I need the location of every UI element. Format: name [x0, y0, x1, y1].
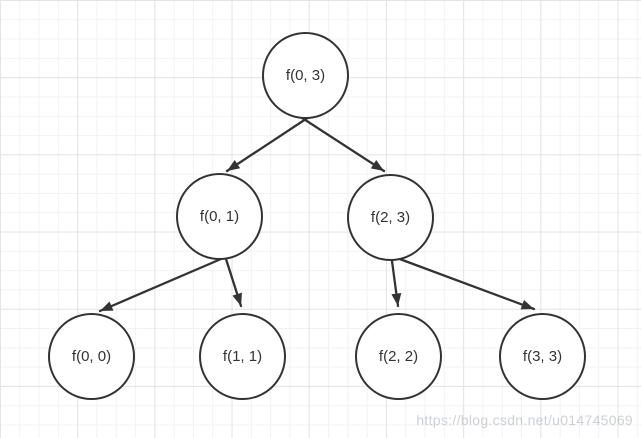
- node-f-0-1: f(0, 1): [176, 173, 263, 260]
- node-label: f(2, 2): [378, 348, 419, 365]
- edge-f23-f22: [390, 259, 402, 308]
- node-f-2-3: f(2, 3): [347, 174, 434, 261]
- edge-f03-f23: [294, 112, 386, 173]
- node-f-0-3: f(0, 3): [262, 32, 349, 119]
- edge-f03-f01: [225, 113, 314, 173]
- node-label: f(0, 3): [285, 67, 326, 84]
- node-label: f(1, 1): [222, 348, 263, 365]
- node-f-2-2: f(2, 2): [355, 313, 442, 400]
- node-f-3-3: f(3, 3): [499, 313, 586, 400]
- node-label: f(0, 1): [199, 208, 240, 225]
- edge-f01-f00: [98, 257, 223, 313]
- node-label: f(2, 3): [370, 209, 411, 226]
- node-label: f(0, 0): [71, 348, 112, 365]
- edge-f23-f33: [395, 256, 536, 311]
- edge-f01-f11: [224, 257, 243, 308]
- node-f-0-0: f(0, 0): [48, 313, 135, 400]
- node-label: f(3, 3): [522, 348, 563, 365]
- csdn-watermark: https://blog.csdn.net/u014745069: [416, 412, 633, 428]
- node-f-1-1: f(1, 1): [199, 313, 286, 400]
